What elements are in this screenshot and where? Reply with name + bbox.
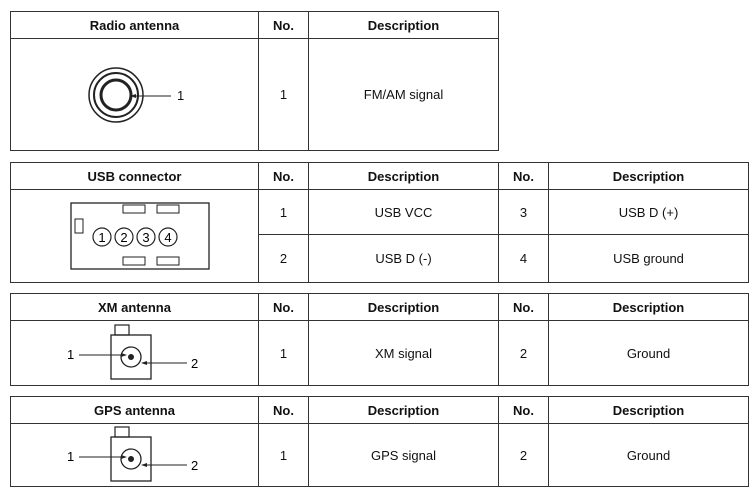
pin-number: 1 <box>258 320 309 386</box>
callout-label: 2 <box>191 458 198 473</box>
callout-label: 1 <box>67 449 74 464</box>
usb-connector-table: USB connector No. Description No. Descri… <box>10 162 749 283</box>
usb-connector-diagram: 1 2 3 4 <box>10 189 259 283</box>
pin-description: USB VCC <box>308 189 499 235</box>
pin-number: 1 <box>258 423 309 487</box>
table-header-row: XM antenna No. Description No. Descripti… <box>10 293 749 321</box>
table-row: 1 2 1 GPS signal 2 Ground <box>10 423 749 487</box>
no-header: No. <box>258 293 309 321</box>
gps-antenna-table: GPS antenna No. Description No. Descript… <box>10 396 749 487</box>
table-row: 2 USB D (-) 4 USB ground <box>11 234 749 283</box>
pin-number: 3 <box>498 189 549 235</box>
callout-label: 1 <box>67 347 74 362</box>
pin-number: 2 <box>498 423 549 487</box>
radio-antenna-table: Radio antenna No. Description 1 1 FM/AM … <box>10 11 499 151</box>
xm-antenna-diagram: 1 2 <box>10 320 259 386</box>
gps-connector-icon: 1 2 <box>67 426 198 482</box>
table-row: 1 1 FM/AM signal <box>10 38 499 151</box>
pin-description: USB ground <box>548 234 749 283</box>
pin-description: Ground <box>548 320 749 386</box>
pin-description: FM/AM signal <box>308 38 499 151</box>
no-header: No. <box>498 293 549 321</box>
pin-description: XM signal <box>308 320 499 386</box>
no-header: No. <box>258 11 309 39</box>
no-header: No. <box>258 162 309 190</box>
no-header: No. <box>498 396 549 424</box>
radio-connector-icon: 1 <box>88 67 184 123</box>
pin-label: 1 <box>98 230 105 245</box>
pin-label: 2 <box>120 230 127 245</box>
pin-description: GPS signal <box>308 423 499 487</box>
pin-label: 3 <box>142 230 149 245</box>
table-header-row: GPS antenna No. Description No. Descript… <box>10 396 749 424</box>
description-header: Description <box>548 396 749 424</box>
usb-connector-icon: 1 2 3 4 <box>70 202 210 270</box>
callout-label: 2 <box>191 356 198 371</box>
pin-label: 4 <box>164 230 171 245</box>
pin-number: 4 <box>498 234 549 283</box>
table-row: 1 2 1 XM signal 2 Ground <box>10 320 749 386</box>
pin-number: 1 <box>258 189 309 235</box>
gps-antenna-diagram: 1 2 <box>10 423 259 487</box>
description-header: Description <box>308 162 499 190</box>
description-header: Description <box>548 293 749 321</box>
xm-connector-icon: 1 2 <box>67 324 198 380</box>
no-header: No. <box>498 162 549 190</box>
table-header-row: USB connector No. Description No. Descri… <box>10 162 749 190</box>
pin-description: USB D (+) <box>548 189 749 235</box>
connector-title: GPS antenna <box>10 396 259 424</box>
connector-title: XM antenna <box>10 293 259 321</box>
description-header: Description <box>548 162 749 190</box>
pin-number: 2 <box>258 234 309 283</box>
pin-number: 2 <box>498 320 549 386</box>
description-header: Description <box>308 396 499 424</box>
pin-description: Ground <box>548 423 749 487</box>
table-row: 1 2 3 4 1 USB VCC 3 USB D (+) <box>10 189 749 283</box>
connector-title: Radio antenna <box>10 11 259 39</box>
description-header: Description <box>308 11 499 39</box>
connector-title: USB connector <box>10 162 259 190</box>
callout-label: 1 <box>177 88 184 103</box>
no-header: No. <box>258 396 309 424</box>
pin-description: USB D (-) <box>308 234 499 283</box>
radio-antenna-diagram: 1 <box>10 38 259 151</box>
xm-antenna-table: XM antenna No. Description No. Descripti… <box>10 293 749 386</box>
pin-number: 1 <box>258 38 309 151</box>
table-header-row: Radio antenna No. Description <box>10 11 499 39</box>
description-header: Description <box>308 293 499 321</box>
